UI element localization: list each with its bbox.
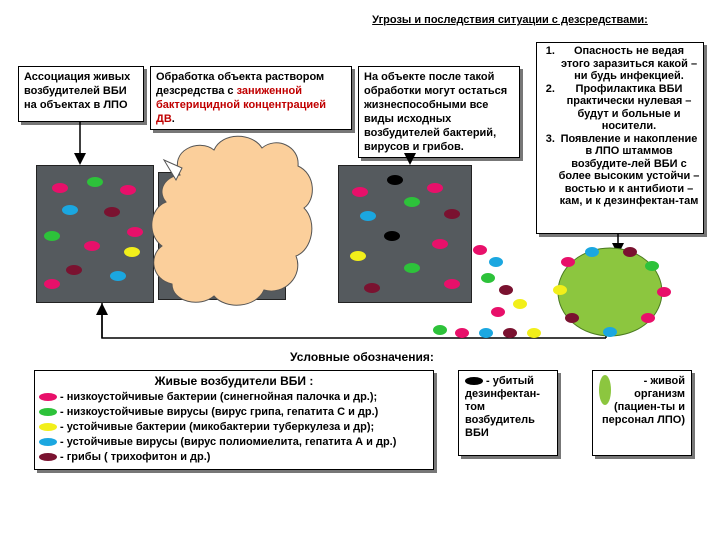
microbes-before: [44, 177, 143, 289]
microbes-drifting: [433, 245, 541, 338]
treatment-box: Обработка объекта раствором дезсредства …: [150, 66, 352, 130]
microbes-on-organism: [553, 247, 671, 337]
legend-organism-swatch: [599, 375, 611, 405]
legend-blue-bullet: [39, 438, 57, 447]
legend-yellow-bullet: [39, 423, 57, 432]
legend-dead-pathogen: - убитый дезинфектан-том возбудитель ВБИ: [458, 370, 558, 456]
legend-fungi-bullet: [39, 453, 57, 462]
legend-green-bullet: [39, 408, 57, 417]
microbes-after: [350, 175, 460, 293]
legend-dead-text: - убитый дезинфектан-том возбудитель ВБИ: [465, 375, 540, 439]
consequence-item: Опасность не ведая этого заразиться како…: [558, 45, 700, 83]
legend-red-bullet: [39, 393, 57, 402]
legend-live-title: Живые возбудители ВБИ :: [154, 374, 314, 388]
legend-organism-text: - живой организм (пациен-ты и персонал Л…: [602, 375, 685, 426]
treatment-text-a: Обработка объекта раствором дезсредства …: [156, 71, 325, 97]
legend-row: - низкоустойчивые бактерии (синегнойная …: [39, 391, 377, 403]
legend-heading: Условные обозначения:: [290, 350, 434, 364]
legend-row: - устойчивые вирусы (вирус полиомиелита,…: [39, 436, 396, 448]
treatment-text-c: .: [171, 113, 175, 125]
legend-dead-bullet: [465, 377, 483, 386]
consequences-box: Опасность не ведая этого заразиться како…: [536, 42, 704, 234]
treatment-text-red: заниженной бактерицидной концентрацией Д…: [156, 85, 326, 125]
page-title: Угрозы и последствия ситуации с дезсредс…: [372, 14, 648, 26]
legend-row: - низкоустойчивые вирусы (вирус грипа, г…: [39, 406, 378, 418]
disinfectant-cloud: [151, 135, 313, 306]
legend-live-pathogens: Живые возбудители ВБИ : - низкоустойчивы…: [34, 370, 434, 470]
cloud-tail: [162, 158, 183, 182]
after-treatment-text: На объекте после такой обработки могут о…: [364, 71, 508, 153]
consequences-list: Опасность не ведая этого заразиться како…: [540, 45, 700, 208]
after-treatment-box: На объекте после такой обработки могут о…: [358, 66, 520, 158]
legend-row: - грибы ( трихофитон и др.): [39, 451, 210, 463]
consequence-item: Профилактика ВБИ практически нулевая – б…: [558, 83, 700, 133]
association-text: Ассоциация живых возбудителей ВБИ на объ…: [24, 71, 131, 111]
association-box: Ассоциация живых возбудителей ВБИ на объ…: [18, 66, 144, 122]
consequence-item: Появление и накопление в ЛПО штаммов воз…: [558, 133, 700, 208]
legend-organism: - живой организм (пациен-ты и персонал Л…: [592, 370, 692, 456]
legend-row: - устойчивые бактерии (микобактерии тубе…: [39, 421, 374, 433]
